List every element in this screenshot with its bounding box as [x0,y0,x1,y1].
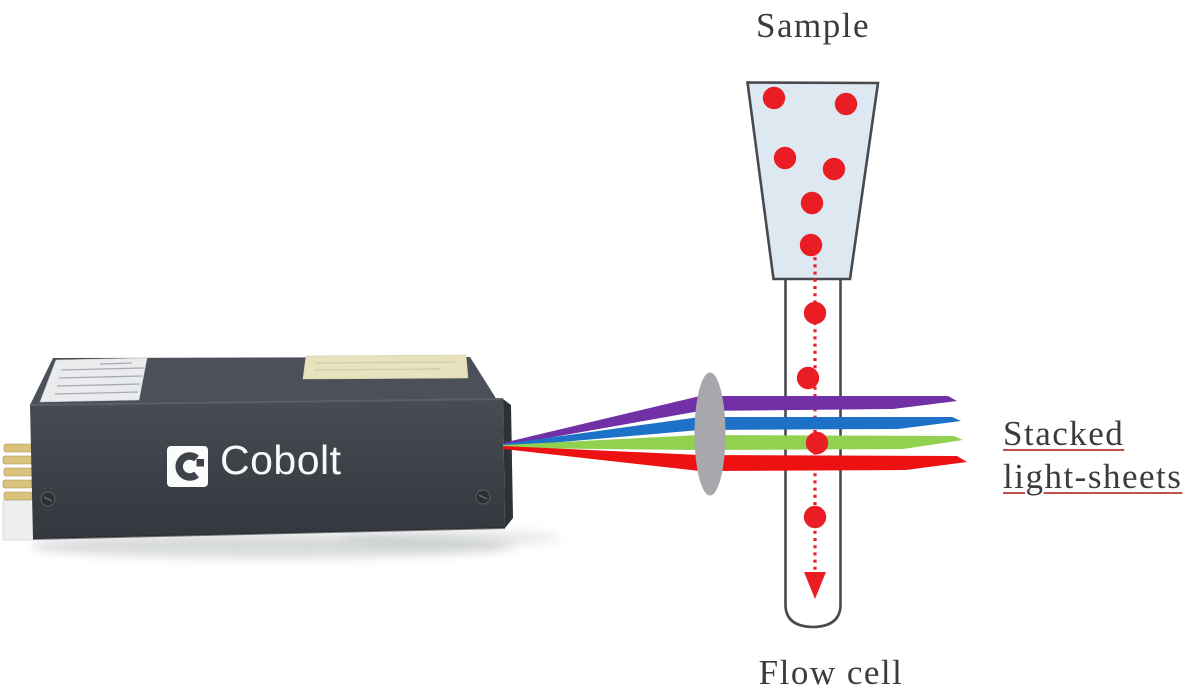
stacked-light-sheets-label: Stacked light-sheets [1003,412,1182,498]
sample-funnel [746,81,880,281]
sample-particle [799,233,823,257]
sample-particles [762,86,858,529]
cobolt-logo-icon [167,446,208,487]
connector-pin [3,443,33,453]
sample-particle [800,191,824,215]
cobolt-logo-notch [196,459,204,467]
beam-blue-sheet [503,417,961,447]
screw-icon [475,489,491,505]
sample-particle [803,301,827,325]
connector-pin [3,491,33,501]
screw-icon [40,491,56,507]
laser-bottom-edge [32,527,506,540]
flow-cell-tube [784,280,842,629]
laser-white-label-text-lines [54,362,145,395]
laser-device [2,354,560,558]
cobolt-brand-text: Cobolt [220,437,342,483]
connector-pin [2,455,33,465]
cobolt-logo-c [175,452,199,481]
sample-particle [805,431,829,455]
laser-right-face [503,399,513,528]
laser-connector [2,443,35,541]
laser-shadow [340,529,560,547]
connector-pin [3,467,33,477]
connector-pin [2,479,33,489]
sample-particle [803,505,827,529]
connector-body [2,499,35,541]
stacked-light-sheet-beams [503,396,967,471]
sample-particle [822,157,846,181]
sample-particle [834,92,858,116]
laser-front-face [30,399,505,539]
sample-label: Sample [756,6,870,45]
laser-cream-label [302,354,469,380]
beam-violet-sheet [503,396,957,446]
laser-white-label [39,357,148,403]
sample-particle [773,146,797,170]
flow-cell-label: Flow cell [758,653,904,692]
cylindrical-lens [694,372,726,496]
sample-particle [796,366,820,390]
laser-cream-label-text-lines [313,361,456,371]
flow-arrow-icon [804,572,826,599]
stacked-label-line1: Stacked [1003,414,1125,453]
beam-green-sheet [503,435,963,450]
stacked-label-line2: light-sheets [1003,457,1183,496]
sample-particle [762,86,786,110]
laser-top-edge-highlight [29,398,504,406]
beam-red-sheet [503,446,967,471]
